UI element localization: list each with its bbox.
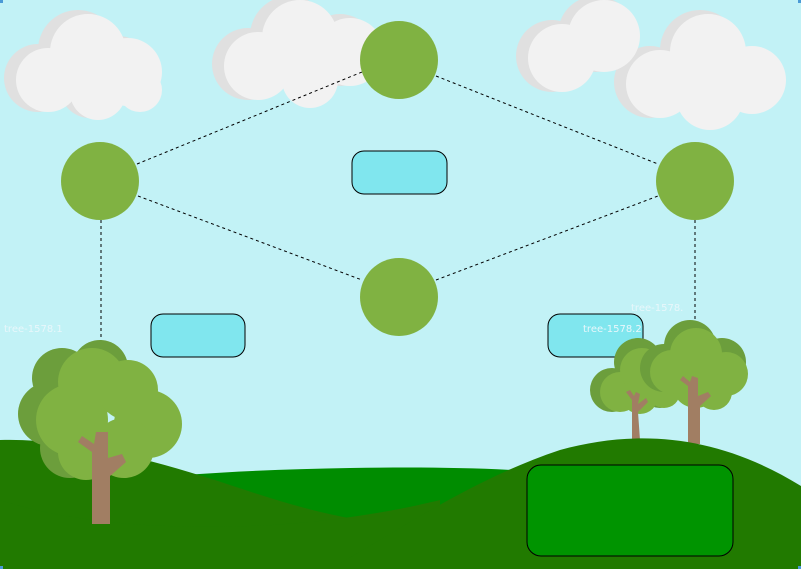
corner-marker-tl [0,0,3,3]
tree-label-right-back: tree-1578. [631,303,683,314]
tree-label-left: tree-1578.1 [4,324,63,335]
cloud-right [516,0,786,130]
corner-marker-br [798,566,801,569]
node-bottom[interactable] [360,258,438,336]
box-right[interactable] [547,313,644,358]
corner-marker-tr [798,0,801,3]
hill-front-left [0,500,440,569]
tree-label-right-front: tree-1578.2 [583,324,642,335]
edge-left-bottom [137,195,363,281]
connectors [100,71,696,345]
grass-box[interactable] [526,464,734,557]
edge-top-left [136,71,363,165]
node-top[interactable] [360,21,438,99]
node-left[interactable] [61,142,139,220]
box-left[interactable] [150,313,246,358]
edge-top-right [435,75,659,165]
cloud-center [212,0,384,108]
tree-left [18,340,182,524]
cloud-left [4,10,162,120]
tree-right-front [640,320,748,444]
node-right[interactable] [656,142,734,220]
corner-marker-bl [0,566,3,569]
box-center[interactable] [351,150,448,195]
